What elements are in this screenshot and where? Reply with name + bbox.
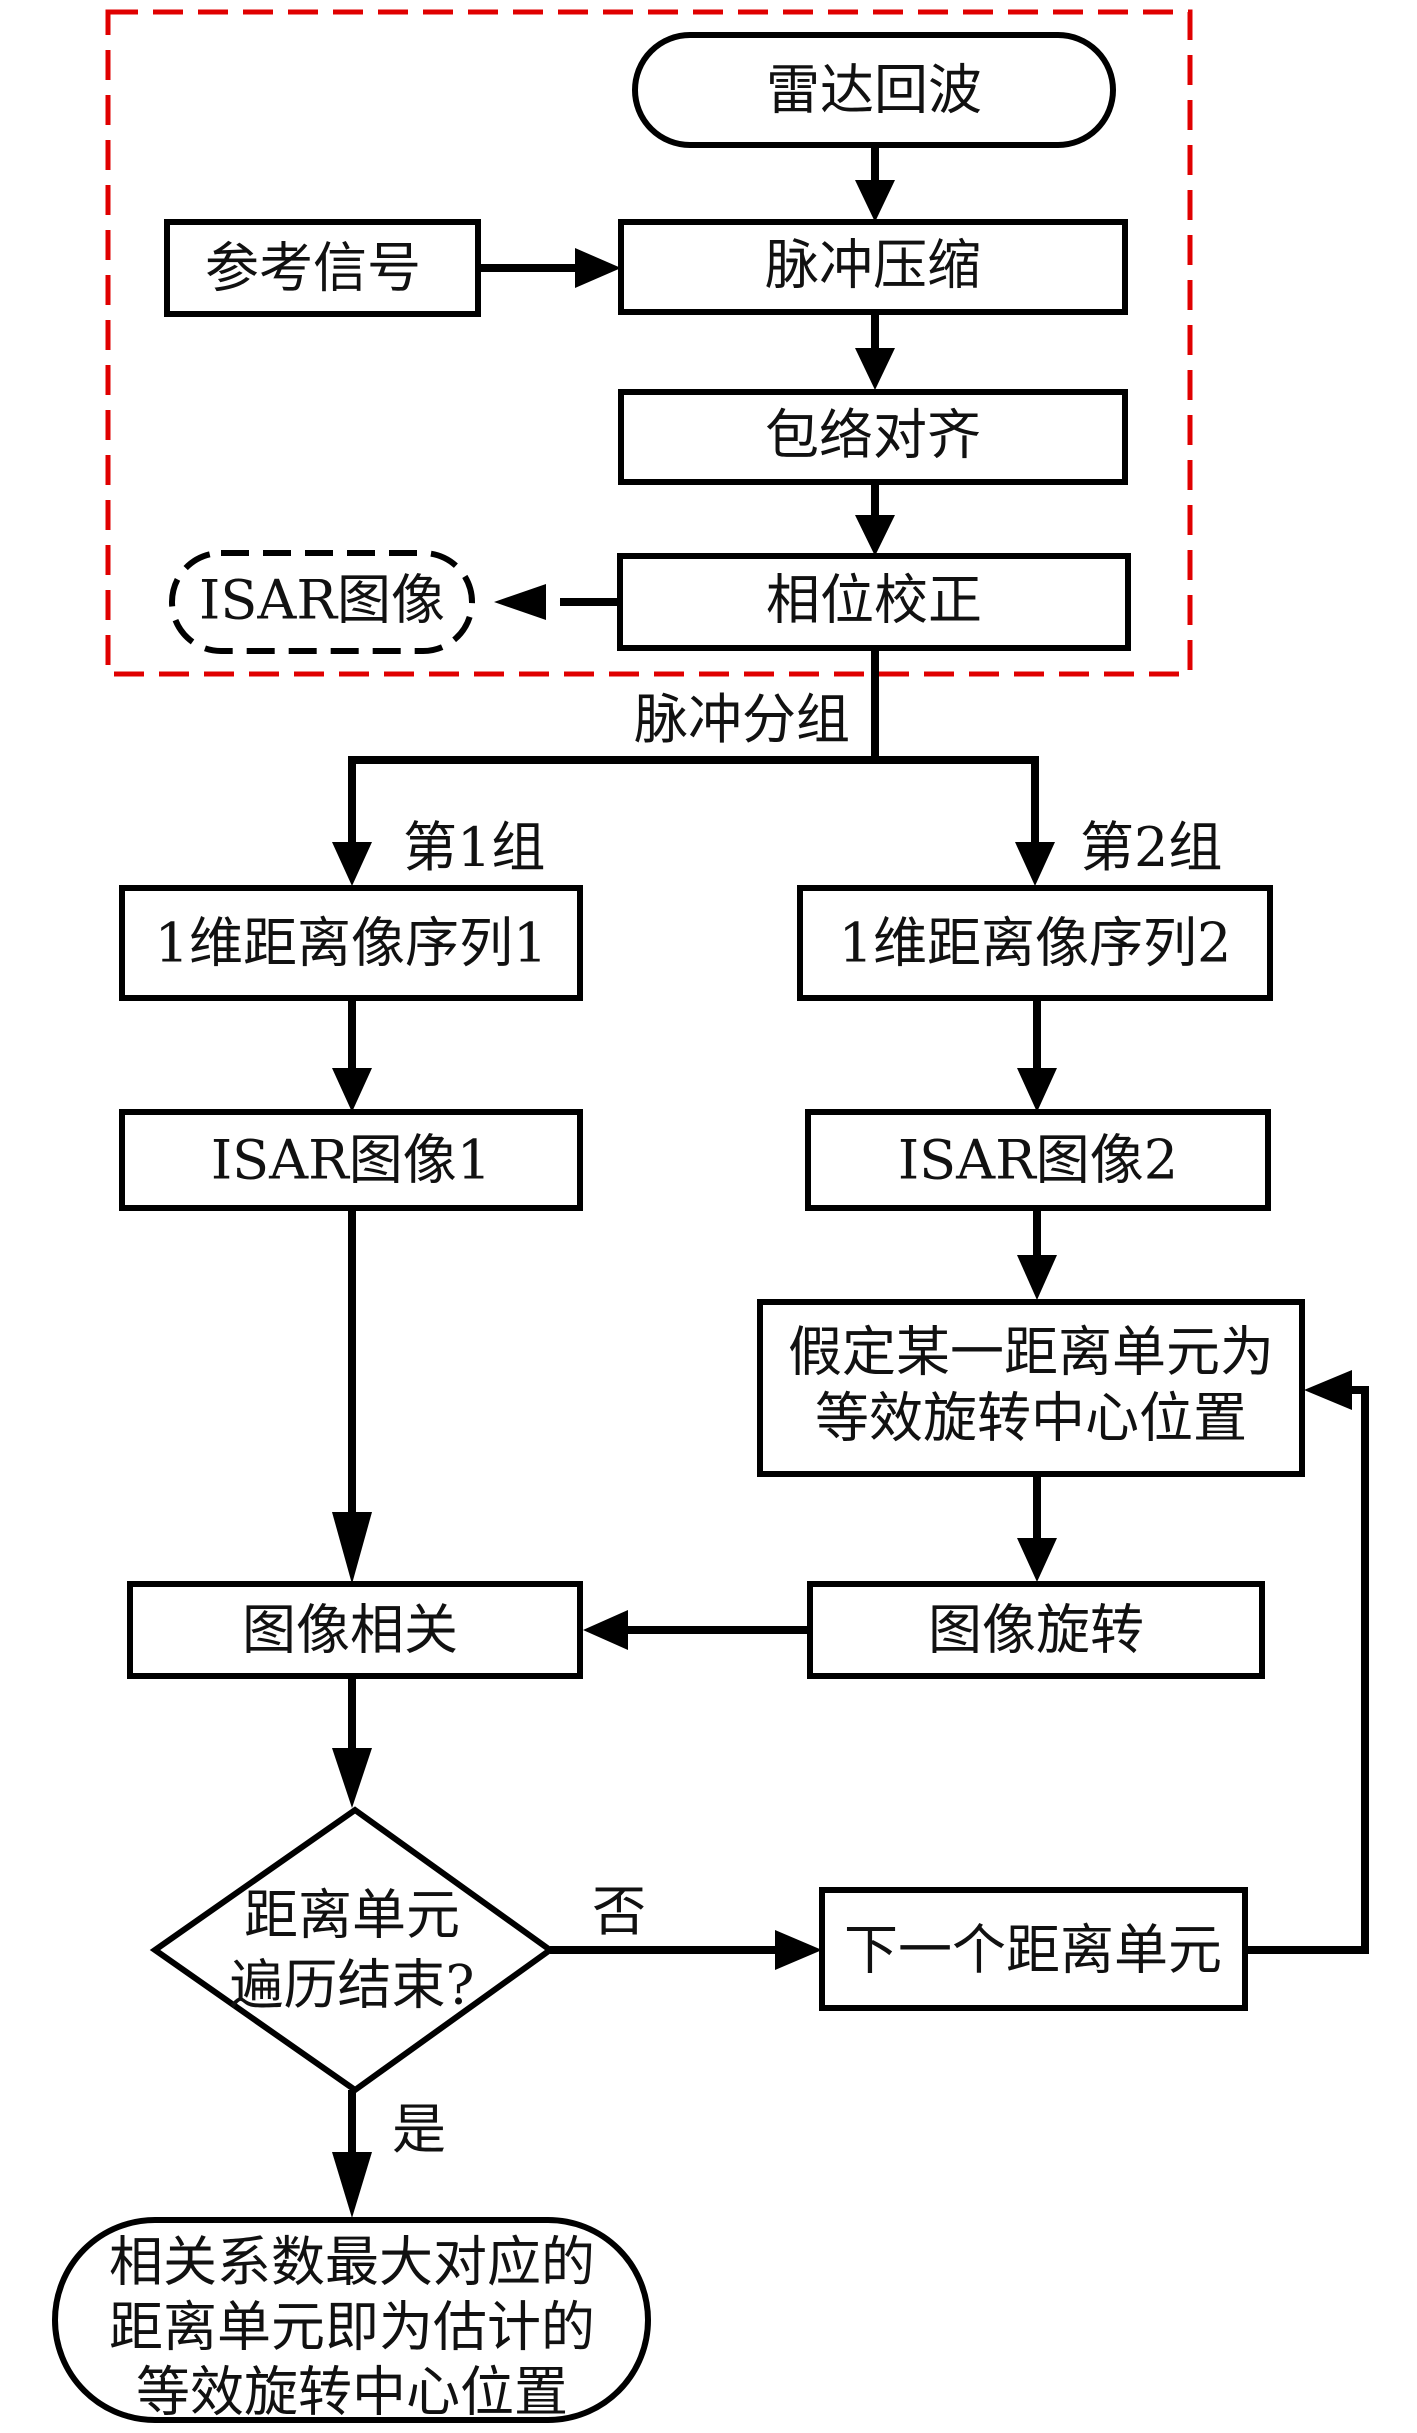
loop-back-line [1245, 1386, 1369, 1954]
arrowhead [583, 1610, 628, 1650]
group-2-label: 第2组 [1080, 816, 1222, 879]
arrowhead [855, 515, 895, 556]
reference-signal-node [164, 219, 481, 317]
line-group-split [348, 756, 1039, 820]
preprocessing-region [105, 9, 1193, 677]
reference-signal-label: 参考信号 [205, 237, 421, 300]
radar-echo-label: 雷达回波 [766, 59, 982, 122]
phase-correction-label: 相位校正 [766, 569, 982, 632]
assume-center-node [757, 1299, 1305, 1477]
arrowhead [855, 348, 895, 390]
range-seq-1-label: 1维距离像序列1 [155, 912, 548, 975]
assume-center-line-1: 假定某一距离单元为 [788, 1321, 1274, 1384]
pulse-compression-node [618, 219, 1128, 315]
group-1-label: 第1组 [403, 816, 545, 879]
decision-line-2: 遍历结束? [230, 1954, 475, 2017]
pulse-grouping-label: 脉冲分组 [634, 688, 850, 751]
isar-image-1-label: ISAR图像1 [211, 1129, 491, 1192]
yes-label: 是 [392, 2098, 446, 2161]
isar-image-2-node [805, 1109, 1271, 1211]
arrowhead [775, 1930, 822, 1970]
range-seq-2-label: 1维距离像序列2 [839, 912, 1232, 975]
phase-correction-node [617, 553, 1131, 651]
image-rotation-label: 图像旋转 [928, 1599, 1144, 1662]
next-range-cell-node [819, 1887, 1248, 2011]
image-correlation-label: 图像相关 [242, 1599, 458, 1662]
image-correlation-node [127, 1581, 583, 1679]
no-label: 否 [592, 1880, 646, 1943]
decision-node [149, 1806, 556, 2094]
arrowhead [494, 584, 546, 620]
isar-image-2-label: ISAR图像2 [898, 1129, 1178, 1192]
result-line-2: 距离单元即为估计的 [109, 2296, 595, 2359]
image-rotation-node [807, 1581, 1265, 1679]
arrowhead [332, 1748, 372, 1808]
assume-center-line-2: 等效旋转中心位置 [815, 1387, 1247, 1450]
arrowhead [1304, 1370, 1352, 1410]
result-node [52, 2217, 651, 2423]
arrowhead [1017, 1068, 1057, 1112]
envelope-alignment-node [618, 389, 1128, 485]
arrowhead [1015, 842, 1055, 886]
pulse-compression-label: 脉冲压缩 [765, 234, 981, 297]
result-line-3: 等效旋转中心位置 [136, 2361, 568, 2424]
range-seq-1-node [119, 885, 583, 1001]
connectors [332, 145, 1369, 2218]
isar-image-label: ISAR图像 [199, 569, 445, 632]
arrowhead [575, 248, 621, 288]
arrowhead [332, 842, 372, 886]
next-range-cell-label: 下一个距离单元 [844, 1919, 1222, 1982]
result-line-1: 相关系数最大对应的 [109, 2231, 595, 2294]
arrowhead [1017, 1538, 1057, 1582]
arrowhead [855, 180, 895, 222]
envelope-alignment-label: 包络对齐 [765, 404, 981, 467]
arrowhead [1017, 1255, 1057, 1300]
decision-line-1: 距离单元 [244, 1884, 460, 1947]
radar-echo-node [632, 32, 1116, 148]
arrowhead [332, 1068, 372, 1112]
isar-image-1-node [119, 1109, 583, 1211]
arrowhead [332, 2152, 372, 2218]
range-seq-2-node [797, 885, 1273, 1001]
isar-image-node [169, 550, 475, 654]
arrowhead [332, 1512, 372, 1584]
